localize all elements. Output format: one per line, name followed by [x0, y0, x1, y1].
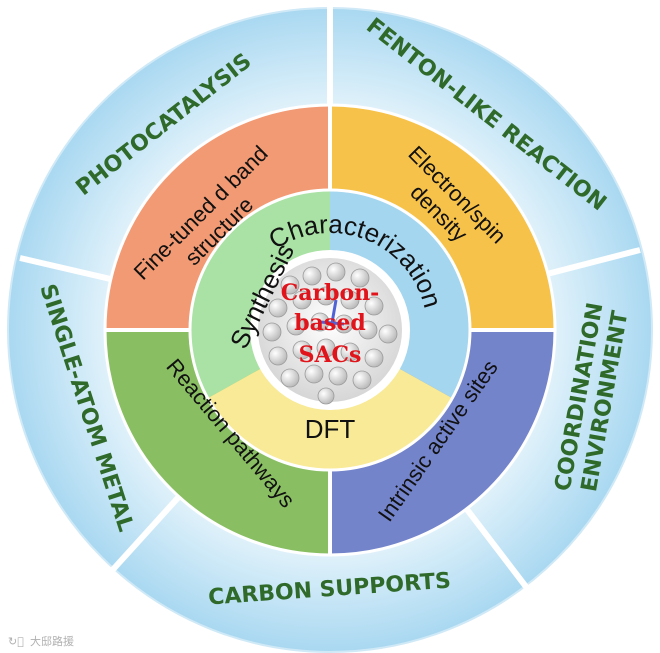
watermark-text: 大邸路援 [30, 634, 74, 648]
core-label-line1: Carbon- [281, 280, 380, 306]
core-label-line2: based [294, 310, 365, 336]
metal-site-bonds [319, 299, 345, 326]
watermark: ↻⃝ 大邸路援 [8, 634, 74, 648]
carbon-lattice-balls [262, 262, 398, 405]
core-disc [258, 258, 402, 402]
core-label-line3: SACs [299, 342, 362, 368]
inner-label-dft: DFT [305, 414, 356, 444]
watermark-logo-icon: ↻⃝ [8, 635, 24, 648]
core: Carbon- based SACs [250, 250, 410, 410]
